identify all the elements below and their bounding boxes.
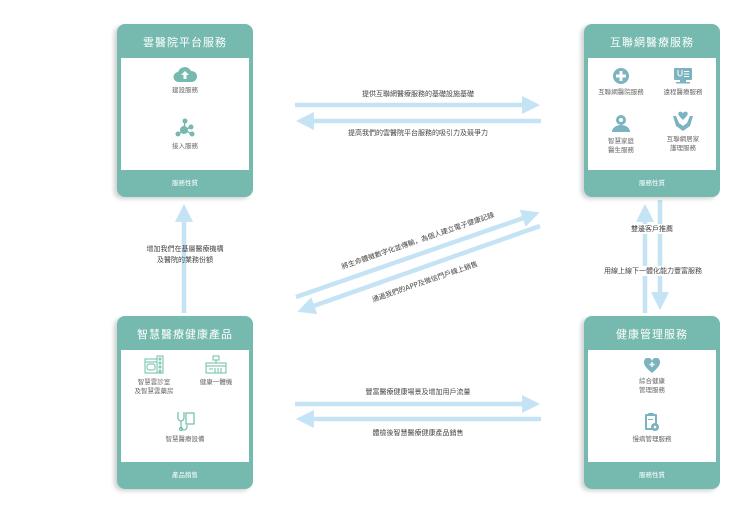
care-hands-icon [673, 111, 693, 131]
cloud-upload-icon [173, 67, 197, 83]
card-footer: 服務性質 [584, 170, 720, 197]
item-label-2: 護理服務 [670, 144, 696, 152]
card-footer: 服務性質 [584, 462, 720, 489]
item-telemedicine: 遠程醫療服務 [650, 67, 716, 97]
doctor-icon [612, 115, 630, 132]
health-kiosk-icon [205, 355, 227, 374]
item-home-care: 互聯網居家 護理服務 [650, 110, 716, 153]
item-smart-clinic: 智慧雲診室 及智慧雲藥房 [121, 355, 187, 396]
card-health-management: 健康管理服務 綜合健康 管理服務 慢病管理服務 服務性質 [584, 316, 720, 489]
item-label-2: 及智慧雲藥房 [134, 387, 174, 395]
label-bottom-right: 豐富醫療健康場景及增加用戶流量 [365, 388, 471, 396]
item-label-1: 綜合健康 [639, 377, 665, 385]
item-health-kiosk: 健康一體機 [183, 355, 249, 387]
item-internet-hospital: 互聯網醫院服務 [588, 67, 654, 97]
arrow-diag-up-right [295, 209, 540, 300]
clipboard-gear-icon [645, 413, 659, 431]
network-nodes-icon [175, 118, 195, 137]
item-medical-device: 智慧醫療設備 [121, 410, 249, 444]
card-internet-medical: 互聯網醫療服務 互聯網醫院服務 遠程醫療服務 智慧家庭 醫生服務 [584, 24, 720, 197]
item-label-1: 智慧雲診室 [137, 378, 171, 386]
card-smart-products: 智慧醫療健康產品 智慧雲診室 及智慧雲藥房 健康一體機 [117, 316, 253, 489]
smart-clinic-icon [144, 355, 164, 374]
item-label-1: 互聯網居家 [666, 135, 700, 143]
card-title: 互聯網醫療服務 [584, 24, 720, 58]
item-build-service: 建設服務 [121, 65, 249, 95]
item-label: 遠程醫療服務 [663, 88, 703, 96]
medical-device-icon [177, 412, 195, 432]
item-comprehensive-health: 綜合健康 管理服務 [588, 358, 716, 395]
arrow-diag-down-left [297, 223, 541, 315]
item-label-2: 管理服務 [639, 386, 665, 394]
label-left-up-2: 及醫院的業務份額 [157, 256, 213, 264]
item-label-2: 醫生服務 [608, 146, 634, 154]
item-label: 接入服務 [172, 142, 198, 150]
card-cloud-platform: 雲醫院平台服務 建設服務 接入服務 服務性質 [117, 24, 253, 197]
item-label: 健康一體機 [199, 378, 233, 386]
item-label-1: 智慧家庭 [608, 137, 634, 145]
label-top-right: 提供互聯網醫療服務的基礎設施基礎 [362, 90, 474, 98]
label-left-up-1: 增加我們在基層醫療機構 [146, 245, 224, 253]
card-footer: 服務性質 [117, 170, 253, 197]
label-right-vertical-1: 雙邊客戶推薦 [620, 224, 684, 234]
card-title: 雲醫院平台服務 [117, 24, 253, 58]
telemedicine-monitor-icon [674, 68, 692, 84]
heart-plus-icon [643, 358, 661, 373]
card-title: 智慧醫療健康產品 [117, 316, 253, 350]
label-right-vertical-2: 用線上線下一體化能力豐富服務 [585, 266, 721, 276]
label-top-left: 提高我們的雲醫院平台服務的吸引力及競爭力 [348, 129, 488, 137]
item-label: 智慧醫療設備 [165, 435, 205, 443]
item-label: 互聯網醫院服務 [598, 88, 644, 96]
card-title: 健康管理服務 [584, 316, 720, 350]
item-label: 建設服務 [172, 86, 198, 94]
item-family-doctor: 智慧家庭 醫生服務 [588, 114, 654, 155]
item-access-service: 接入服務 [121, 117, 249, 151]
item-label: 慢病管理服務 [632, 435, 672, 443]
medical-cross-icon [613, 68, 629, 84]
label-bottom-left: 體檢後智慧醫療健康產品銷售 [372, 429, 464, 437]
card-footer: 產品銷售 [117, 462, 253, 489]
item-chronic-disease: 慢病管理服務 [588, 412, 716, 444]
